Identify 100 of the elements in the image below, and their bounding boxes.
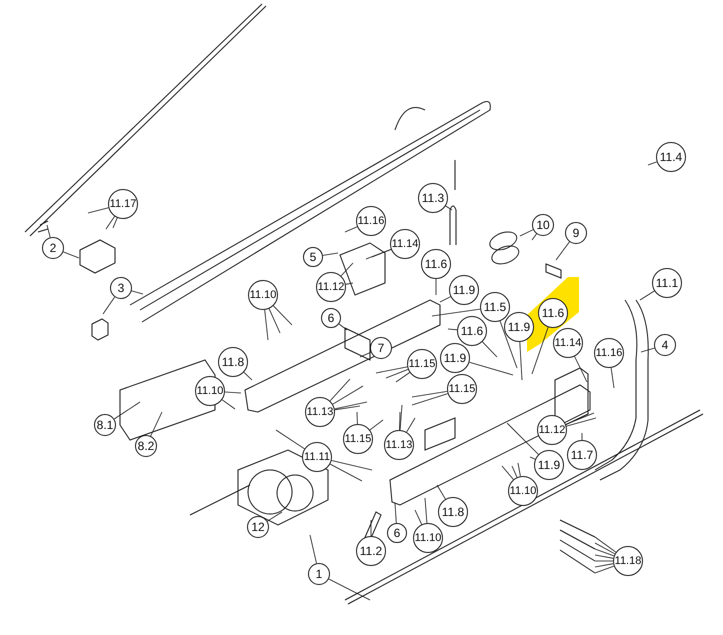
leader-line	[406, 418, 416, 432]
leader-line	[399, 412, 400, 430]
leader-line	[273, 305, 292, 326]
callout-number: 11.16	[594, 338, 624, 368]
leader-line	[432, 308, 481, 316]
leader-line	[356, 412, 358, 424]
leader-line	[88, 207, 109, 214]
leader-line	[331, 460, 372, 470]
leader-line	[520, 229, 534, 236]
callout-number: 11.4	[656, 142, 686, 172]
leader-line	[345, 282, 354, 285]
callout-number: 6	[321, 308, 341, 328]
leader-line	[114, 402, 140, 420]
leader-line	[150, 412, 162, 436]
leader-line	[414, 510, 422, 525]
leader-line	[394, 502, 397, 524]
leader-line	[340, 262, 354, 276]
leader-line	[62, 252, 80, 258]
leader-line	[266, 512, 282, 522]
callout-number: 11.12	[316, 272, 346, 302]
leader-line	[594, 548, 614, 556]
leader-line	[424, 498, 428, 524]
callout-number: 11.5	[480, 292, 510, 322]
callout-number: 9	[565, 222, 587, 244]
callout-number: 11.10	[508, 476, 538, 506]
leader-line	[445, 206, 452, 210]
callout-number: 11.9	[440, 343, 470, 373]
leader-line	[640, 348, 655, 352]
callout-number: 11.13	[384, 430, 414, 460]
callout-number: 11.10	[195, 376, 225, 406]
callout-number: 11.7	[567, 440, 597, 470]
leader-line	[566, 412, 594, 425]
callout-number: 11.10	[248, 280, 278, 310]
leader-line	[334, 406, 360, 410]
leader-line	[502, 466, 514, 480]
callout-number: 11.1	[652, 268, 682, 298]
callout-number: 11.13	[305, 397, 335, 427]
callout-number: 11.14	[390, 229, 420, 259]
leader-line	[648, 162, 658, 166]
callout-number: 11.2	[356, 536, 386, 566]
leader-line	[330, 464, 362, 482]
callout-number: 12	[247, 516, 269, 538]
callout-number: 11.9	[534, 450, 564, 480]
leader-line	[519, 342, 522, 380]
leader-line	[594, 536, 616, 553]
callout-number: 8.2	[135, 435, 157, 457]
callout-number: 11.6	[457, 316, 487, 346]
leader-line	[310, 534, 317, 564]
callout-number: 11.15	[407, 349, 437, 379]
leader-line	[338, 324, 348, 330]
leader-line	[574, 356, 588, 382]
leader-line	[372, 249, 392, 258]
leader-line	[268, 308, 280, 334]
leader-line	[244, 372, 252, 380]
callout-number: 11.8	[438, 497, 468, 527]
leader-line	[400, 404, 402, 430]
callout-number: 11.18	[613, 546, 643, 576]
leader-line	[386, 369, 408, 378]
leader-line	[330, 378, 350, 402]
leader-line	[469, 362, 514, 376]
callout-number: 11.9	[449, 275, 479, 305]
leader-line	[594, 542, 616, 554]
leader-line	[556, 241, 570, 260]
callout-number: 5	[303, 247, 323, 267]
leader-line	[322, 252, 338, 256]
callout-number: 11.12	[537, 415, 567, 445]
leader-line	[46, 224, 51, 238]
callout-number: 11.17	[108, 189, 138, 219]
leader-line	[224, 392, 242, 394]
leader-line	[102, 296, 116, 314]
callout-number: 11.15	[447, 374, 477, 404]
leader-line	[376, 366, 408, 374]
leader-line	[366, 249, 392, 260]
callout-number: 8.1	[94, 414, 116, 436]
callout-number: 11.8	[218, 347, 248, 377]
leader-line	[436, 484, 446, 500]
callout-number: 3	[110, 277, 132, 299]
callout-number: 6	[387, 523, 407, 543]
leader-line	[594, 566, 614, 574]
leader-line	[530, 456, 536, 460]
leader-line	[370, 520, 372, 536]
leader-line	[440, 296, 451, 302]
leader-line	[532, 234, 537, 240]
leader-line	[332, 386, 364, 405]
leader-line	[518, 462, 521, 477]
leader-line	[512, 466, 518, 478]
callout-number: 11.6	[421, 249, 451, 279]
callout-number: 11.11	[302, 442, 332, 472]
callout-number: 11.3	[418, 183, 448, 213]
leader-line	[334, 402, 368, 410]
leader-line	[328, 578, 370, 600]
leader-line	[131, 290, 144, 294]
leader-line	[106, 216, 115, 230]
callout-number: 2	[42, 237, 64, 259]
leader-line	[276, 430, 305, 450]
leader-line	[532, 326, 548, 374]
callout-number: 7	[370, 337, 392, 359]
leader-line	[610, 367, 614, 388]
leader-line	[264, 310, 268, 340]
callout-number: 10	[532, 214, 554, 236]
